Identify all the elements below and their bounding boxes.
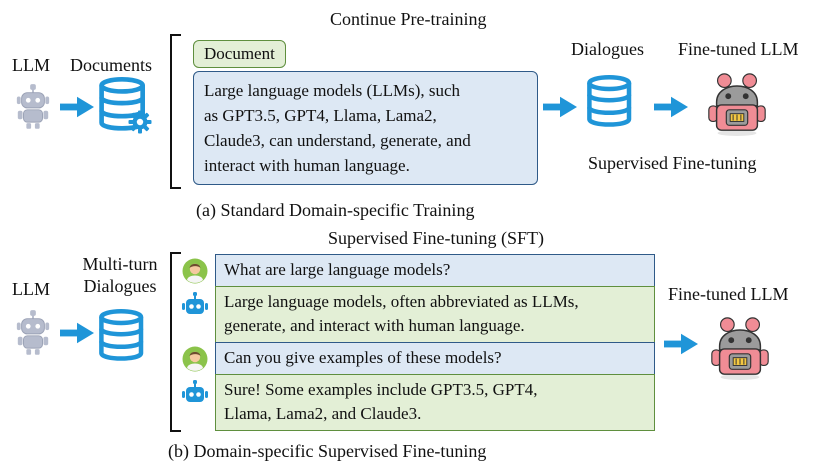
dialogues-label: Dialogues [571,39,644,59]
finetuned-robot-icon-b [706,312,774,382]
document-text-box: Large language models (LLMs), such as GP… [193,71,538,185]
user-avatar-icon [182,346,208,372]
multiturn-dialogues-label: Multi-turn Dialogues [70,253,170,297]
dialogue-line: generate, and interact with human langua… [224,316,525,335]
assistant-robot-icon [182,292,208,318]
user-avatar-icon [182,258,208,284]
dialogue-line: Large language models, often abbreviated… [224,292,579,311]
documents-label: Documents [70,55,152,75]
llm-robot-icon-b [14,308,52,356]
document-line: Large language models (LLMs), such [204,81,461,100]
assistant-robot-icon [182,380,208,406]
finetuned-llm-label-b: Fine-tuned LLM [668,284,789,304]
llm-label-b: LLM [12,279,50,299]
dialogue-line: Can you give examples of these models? [224,348,502,367]
document-line: Claude3, can understand, generate, and [204,131,471,150]
gear-icon [128,110,152,134]
continue-pretraining-title: Continue Pre-training [330,9,487,29]
llm-label-a: LLM [12,55,50,75]
supervised-finetuning-label: Supervised Fine-tuning [588,153,757,173]
multiturn-label-line: Multi-turn [82,254,158,274]
arrow-icon-llm-to-multiturn [60,322,94,344]
dialogue-line: Llama, Lama2, and Claude3. [224,404,422,423]
llm-robot-icon-a [14,82,52,130]
database-icon-dialogues [584,72,638,132]
arrow-icon-dialogues-to-finetuned-b [664,333,698,355]
assistant-answer-box: Large language models, often abbreviated… [215,286,655,343]
document-line: interact with human language. [204,156,410,175]
bracket-b [170,252,181,432]
arrow-icon-llm-to-documents [60,96,94,118]
caption-b: (b) Domain-specific Supervised Fine-tuni… [168,441,487,461]
document-tag: Document [193,40,286,68]
finetuned-robot-icon-a [703,68,771,138]
bracket-a [170,34,181,189]
finetuned-llm-label-a: Fine-tuned LLM [678,39,799,59]
dialogue-line: Sure! Some examples include GPT3.5, GPT4… [224,380,538,399]
database-icon-multiturn [96,306,150,366]
dialogue-line: What are large language models? [224,260,451,279]
arrow-icon-document-to-dialogues [543,96,577,118]
multiturn-label-line: Dialogues [83,276,157,296]
caption-a: (a) Standard Domain-specific Training [196,200,475,220]
user-question-box: What are large language models? [215,254,655,287]
document-line: as GPT3.5, GPT4, Llama, Lama2, [204,106,437,125]
assistant-answer-box: Sure! Some examples include GPT3.5, GPT4… [215,374,655,431]
sft-title: Supervised Fine-tuning (SFT) [328,228,544,248]
user-question-box: Can you give examples of these models? [215,342,655,375]
arrow-icon-dialogues-to-finetuned [654,96,688,118]
